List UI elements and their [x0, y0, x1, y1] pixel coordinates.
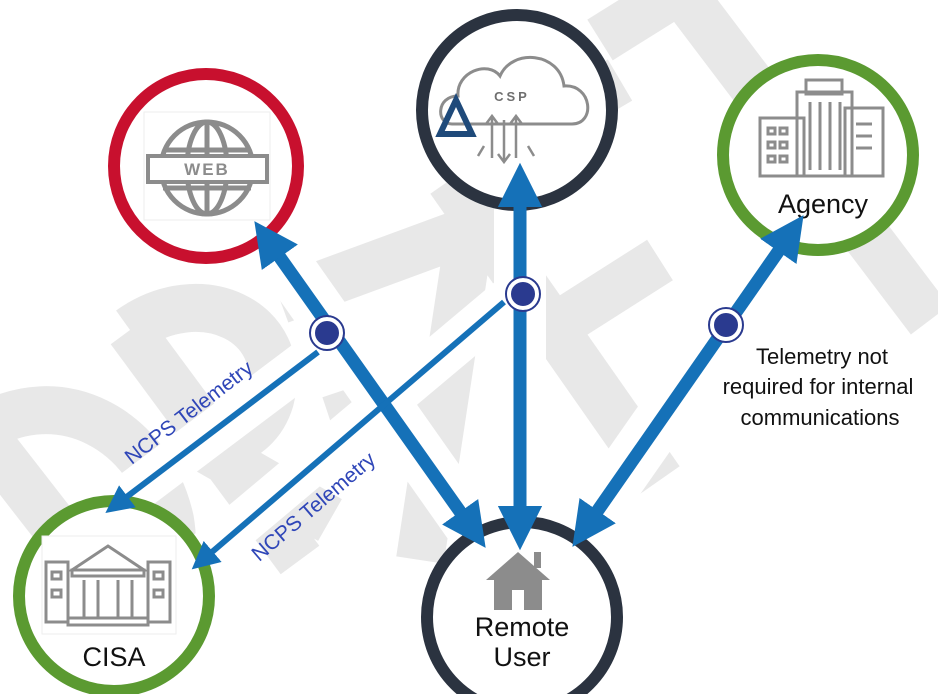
note-line-1: Telemetry not: [756, 344, 888, 369]
house-icon: [486, 552, 550, 610]
node-csp: CSP: [416, 9, 618, 211]
node-remote-user: Remote User: [421, 516, 623, 694]
internal-communications-note: Telemetry not required for internal comm…: [723, 344, 914, 430]
arrow-telemetry-web-cisa: [105, 349, 320, 513]
government-building-icon: [44, 544, 172, 627]
agency-label: Agency: [778, 189, 869, 219]
node-web: WEB: [108, 68, 304, 264]
note-line-2: required for internal: [723, 374, 914, 399]
cisa-label: CISA: [82, 642, 145, 672]
tap-points: [311, 278, 742, 349]
csp-badge: CSP: [494, 89, 530, 104]
tap-point-agency: [710, 309, 742, 341]
node-cisa: CISA: [13, 495, 215, 694]
remote-user-label-line2: User: [493, 642, 550, 672]
delta-logo-icon: [435, 92, 477, 137]
web-badge: WEB: [184, 160, 230, 179]
arrow-web-remote: [254, 221, 486, 548]
arrow-telemetry-csp-cisa: [191, 299, 506, 570]
cloud-icon: [439, 55, 590, 126]
note-line-3: communications: [741, 405, 900, 430]
tap-point-csp: [507, 278, 539, 310]
data-flow-arrows-icon: [476, 113, 536, 165]
arrow-agency-remote: [572, 215, 804, 547]
remote-user-label-line1: Remote: [475, 612, 570, 642]
office-building-icon: [758, 78, 885, 178]
tap-point-web: [311, 317, 343, 349]
connections: [105, 162, 804, 570]
node-agency: Agency: [717, 54, 919, 256]
